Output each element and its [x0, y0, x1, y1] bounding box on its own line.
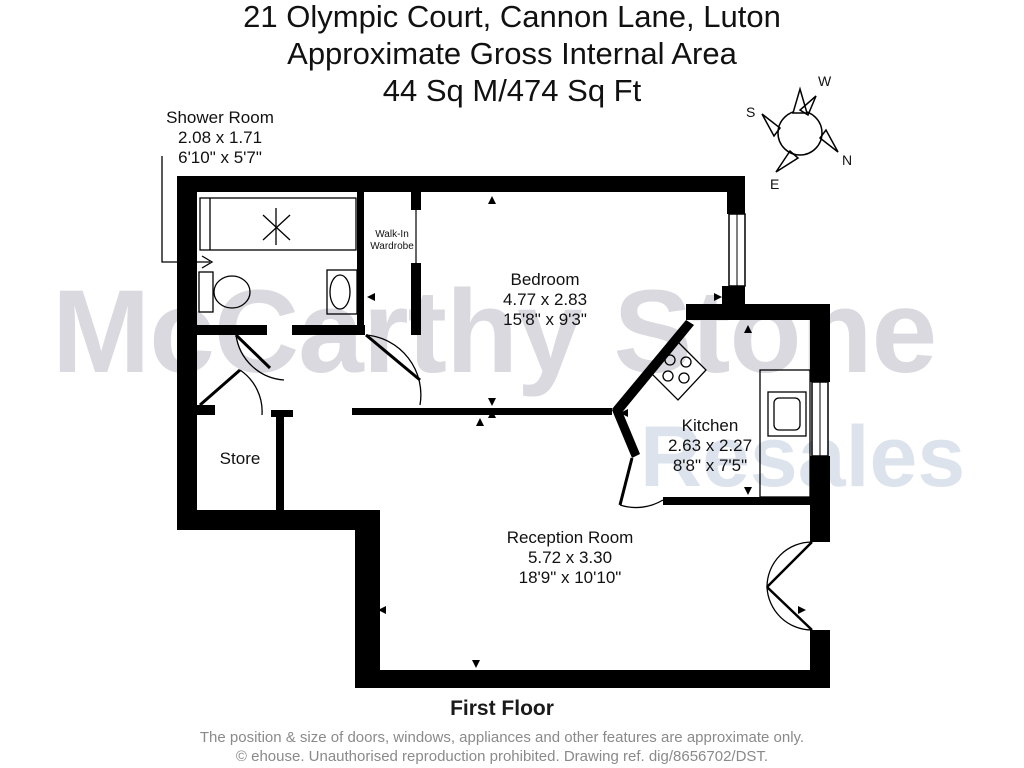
wardrobe-line2: Wardrobe — [370, 241, 414, 252]
shower-metric: 2.08 x 1.71 — [177, 128, 263, 147]
doors — [199, 333, 813, 631]
compass-w-label: W — [818, 73, 832, 89]
store-name: Store — [219, 449, 261, 468]
kitchen-lower-diagonal — [612, 406, 640, 458]
compass-icon — [761, 86, 839, 173]
shower-fittings — [161, 156, 358, 315]
bedroom-metric: 4.77 x 2.83 — [502, 290, 588, 309]
room-label-shower: Shower Room 2.08 x 1.71 6'10" x 5'7" — [150, 108, 290, 168]
property-address: 21 Olympic Court, Cannon Lane, Luton — [243, 0, 781, 34]
watermark-sub: Resales — [640, 409, 966, 505]
kitchen-imperial: 8'8" x 7'5" — [672, 456, 748, 475]
room-label-bedroom: Bedroom 4.77 x 2.83 15'8" x 9'3" — [470, 270, 620, 330]
kitchen-name: Kitchen — [681, 416, 739, 435]
compass-e-label: E — [770, 176, 780, 192]
compass-s-label: S — [746, 104, 756, 120]
kitchen-diagonal-wall — [612, 320, 694, 415]
area-value: 44 Sq M/474 Sq Ft — [382, 73, 642, 108]
dimension-arrows — [367, 196, 806, 668]
room-label-reception: Reception Room 5.72 x 3.30 18'9" x 10'10… — [480, 528, 660, 588]
reception-imperial: 18'9" x 10'10" — [518, 568, 622, 587]
floor-label: First Floor — [450, 697, 554, 720]
copyright-text: © ehouse. Unauthorised reproduction proh… — [235, 748, 769, 765]
shower-imperial: 6'10" x 5'7" — [178, 148, 262, 167]
bedroom-name: Bedroom — [510, 270, 580, 289]
wardrobe-line1: Walk-In — [375, 229, 409, 240]
room-label-wardrobe: Walk-In Wardrobe — [363, 229, 421, 253]
bedroom-imperial: 15'8" x 9'3" — [503, 310, 587, 329]
area-title: Approximate Gross Internal Area — [287, 36, 737, 71]
walls — [177, 176, 830, 688]
reception-name: Reception Room — [506, 528, 634, 547]
disclaimer-text: The position & size of doors, windows, a… — [199, 729, 805, 746]
kitchen-metric: 2.63 x 2.27 — [667, 436, 753, 455]
room-label-kitchen: Kitchen 2.63 x 2.27 8'8" x 7'5" — [640, 416, 780, 476]
compass-n-label: N — [842, 152, 853, 168]
reception-metric: 5.72 x 3.30 — [527, 548, 613, 567]
room-label-store: Store — [200, 449, 280, 469]
kitchen-fittings — [649, 341, 811, 498]
shower-name: Shower Room — [166, 108, 274, 127]
